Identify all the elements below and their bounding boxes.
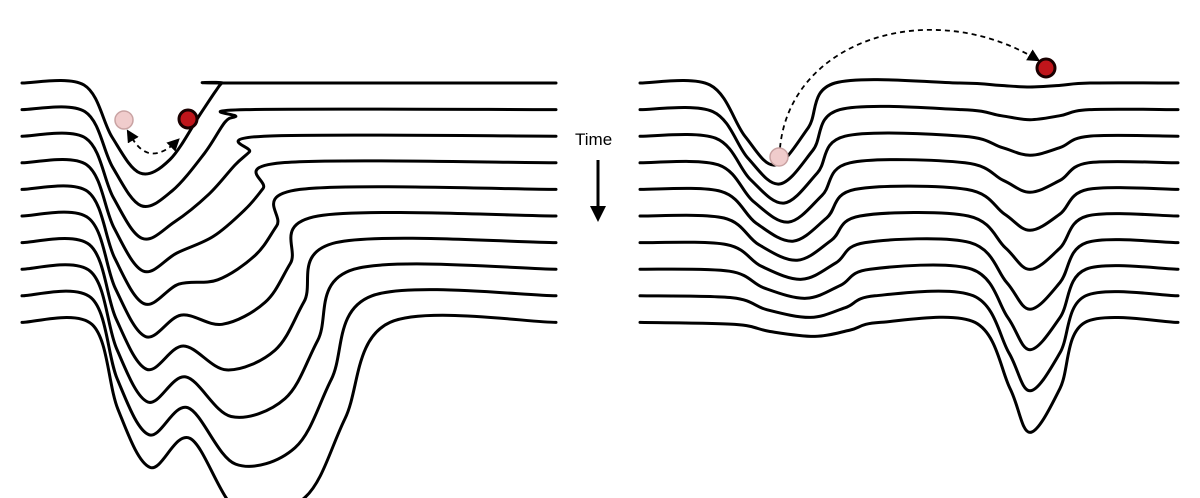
- right-curve-7: [638, 237, 1180, 311]
- right-curve-5: [638, 184, 1180, 243]
- right-curve-9: [638, 289, 1180, 393]
- left-curve-7: [20, 236, 558, 372]
- left-curve-2: [20, 105, 558, 209]
- right-curve-4: [638, 158, 1180, 224]
- right-curve-10: [638, 315, 1180, 434]
- right-curve-6: [638, 210, 1180, 271]
- right-curve-8: [638, 263, 1180, 352]
- left-curve-6: [20, 210, 558, 339]
- left-curve-5: [20, 184, 558, 306]
- right-ball-before: [769, 147, 789, 167]
- right-curve-3: [638, 131, 1180, 205]
- left-ball-after: [177, 108, 199, 130]
- left-landscape-curves: [20, 79, 558, 498]
- right-curve-1: [638, 78, 1180, 167]
- right-ball-after: [1035, 57, 1057, 79]
- left-curve-3: [20, 131, 558, 241]
- left-curve-1: [20, 79, 558, 176]
- right-transition-arrow: [779, 29, 1041, 149]
- left-curve-9: [20, 288, 558, 468]
- left-curve-8: [20, 262, 558, 419]
- left-curve-4: [20, 158, 558, 274]
- time-label: Time: [575, 130, 612, 149]
- left-curve-10: [20, 313, 558, 498]
- left-ball-before: [114, 110, 134, 130]
- time-arrow-head: [590, 206, 606, 222]
- left-transition-arrow: [126, 129, 180, 155]
- right-landscape-curves: [638, 78, 1180, 434]
- right-curve-2: [638, 104, 1180, 186]
